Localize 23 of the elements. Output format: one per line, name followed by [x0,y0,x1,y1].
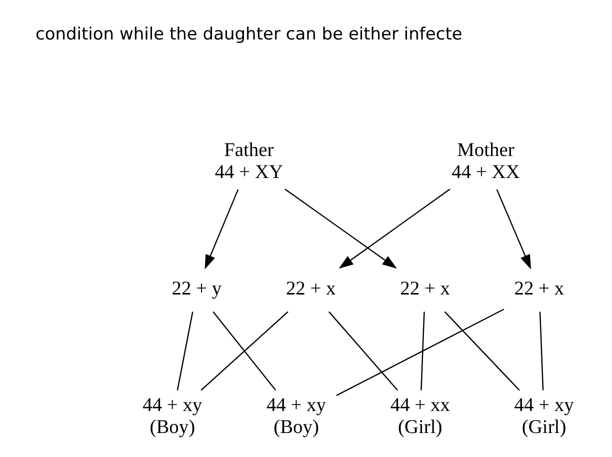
connector [200,311,288,391]
node-text: Mother 44 + XX [452,140,520,183]
connector [420,312,425,390]
node-text: 44 + xy (Girl) [514,395,574,438]
node-text: 44 + xy (Boy) [142,395,202,438]
node-text: 22 + x [514,278,564,300]
node-text: 44 + xx (Girl) [390,395,450,438]
connector [444,311,520,391]
arrow [338,188,450,269]
arrow [284,188,397,269]
node-text: Father 44 + XY [214,140,283,183]
label: condition while the daughter can be either infecte [35,24,462,44]
connector [328,311,398,391]
node-text: 22 + y [172,278,222,300]
arrow [496,189,531,270]
arrow [204,189,239,270]
connector [539,312,544,390]
node-text: 22 + x [286,278,336,300]
connector [336,308,504,396]
connector [176,312,194,390]
node-text: 22 + x [400,278,450,300]
connector [212,311,276,391]
node-text: 44 + xy (Boy) [266,395,326,438]
